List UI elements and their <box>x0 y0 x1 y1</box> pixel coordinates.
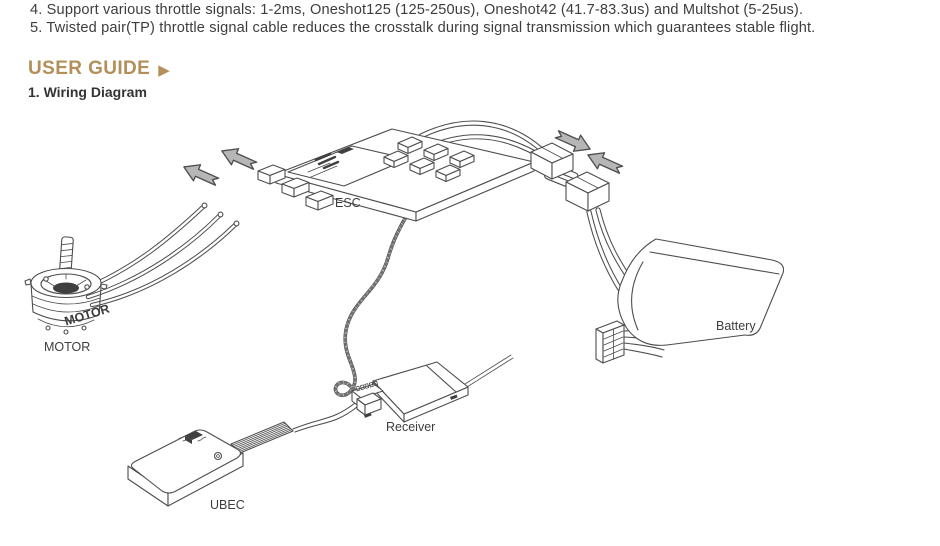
connect-arrow-icon <box>217 142 260 175</box>
receiver-label: Receiver <box>386 420 435 434</box>
arrow-right-icon: ▶ <box>158 61 170 79</box>
motor-label: MOTOR <box>44 340 90 354</box>
receiver-plug <box>356 392 382 416</box>
motor-body-text: MOTOR <box>63 302 111 329</box>
feature-item-5: 5. Twisted pair(TP) throttle signal cabl… <box>30 20 816 36</box>
receiver-graphic: Receiver <box>351 354 514 434</box>
battery-graphic: Battery <box>565 171 785 364</box>
ubec-graphic: UBEC <box>127 402 358 512</box>
feature-item-4: 4. Support various throttle signals: 1-2… <box>30 2 804 18</box>
connect-arrow-icon <box>179 158 222 191</box>
section-heading: USER GUIDE ▶ <box>28 58 170 80</box>
battery-label: Battery <box>716 319 756 333</box>
motor-graphic: MOTOR MOTOR <box>24 202 240 354</box>
ubec-label: UBEC <box>210 498 245 512</box>
section-heading-text: USER GUIDE <box>28 58 151 79</box>
balance-connector <box>595 320 625 364</box>
esc-graphic: ESC <box>257 120 579 398</box>
battery-plug <box>565 171 610 212</box>
subsection-title: 1. Wiring Diagram <box>28 84 147 100</box>
esc-label: ESC <box>335 196 361 210</box>
